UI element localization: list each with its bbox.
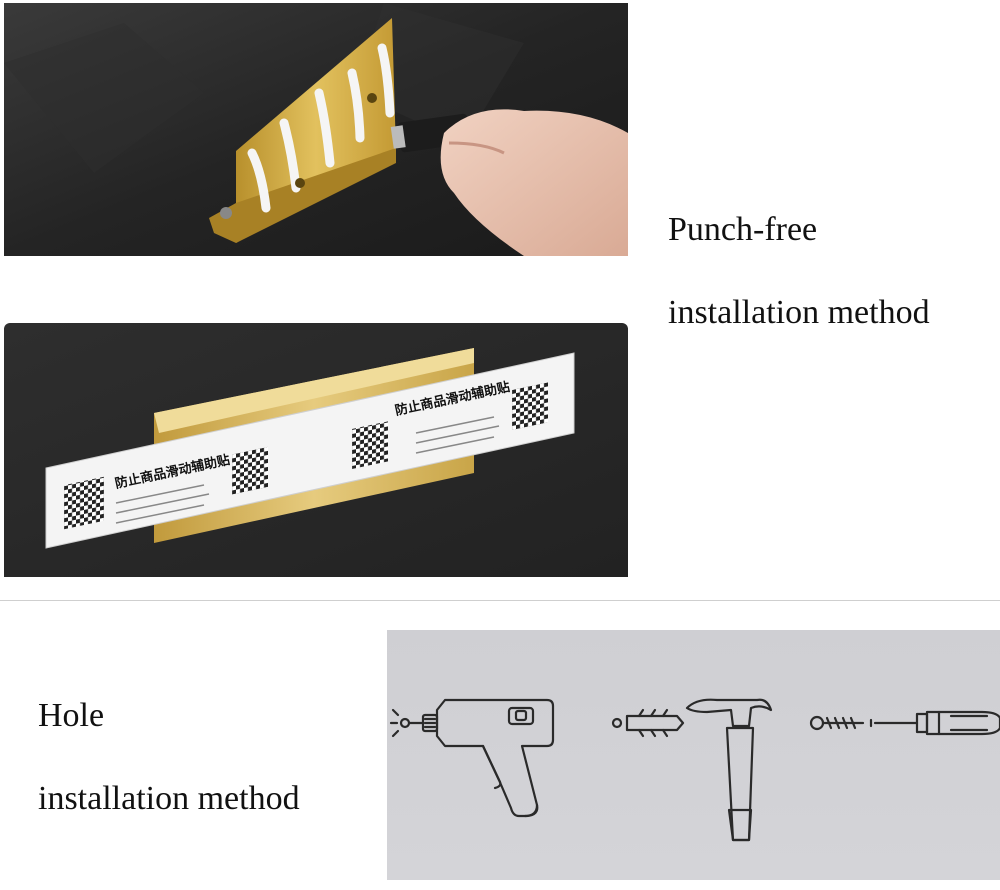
hole-caption-line1: Hole bbox=[38, 697, 105, 734]
hole-caption-line2: installation method bbox=[38, 780, 300, 817]
drill-icon bbox=[389, 698, 555, 818]
glue-application-photo bbox=[4, 3, 628, 256]
hole-installation-tools-panel bbox=[387, 630, 1000, 880]
hammer-icon bbox=[685, 698, 773, 842]
wall-anchor-icon bbox=[611, 708, 685, 738]
screw-icon bbox=[809, 715, 865, 731]
anti-slip-sticker-photo: 防止商品滑动辅助贴 防止商品滑动辅助贴 bbox=[4, 323, 628, 577]
punch-free-caption-line1: Punch-free bbox=[668, 211, 818, 248]
sticker-strip bbox=[45, 352, 575, 549]
punch-free-caption-line2: installation method bbox=[668, 294, 930, 331]
screwdriver-icon bbox=[869, 710, 1000, 736]
section-divider bbox=[0, 600, 1000, 601]
